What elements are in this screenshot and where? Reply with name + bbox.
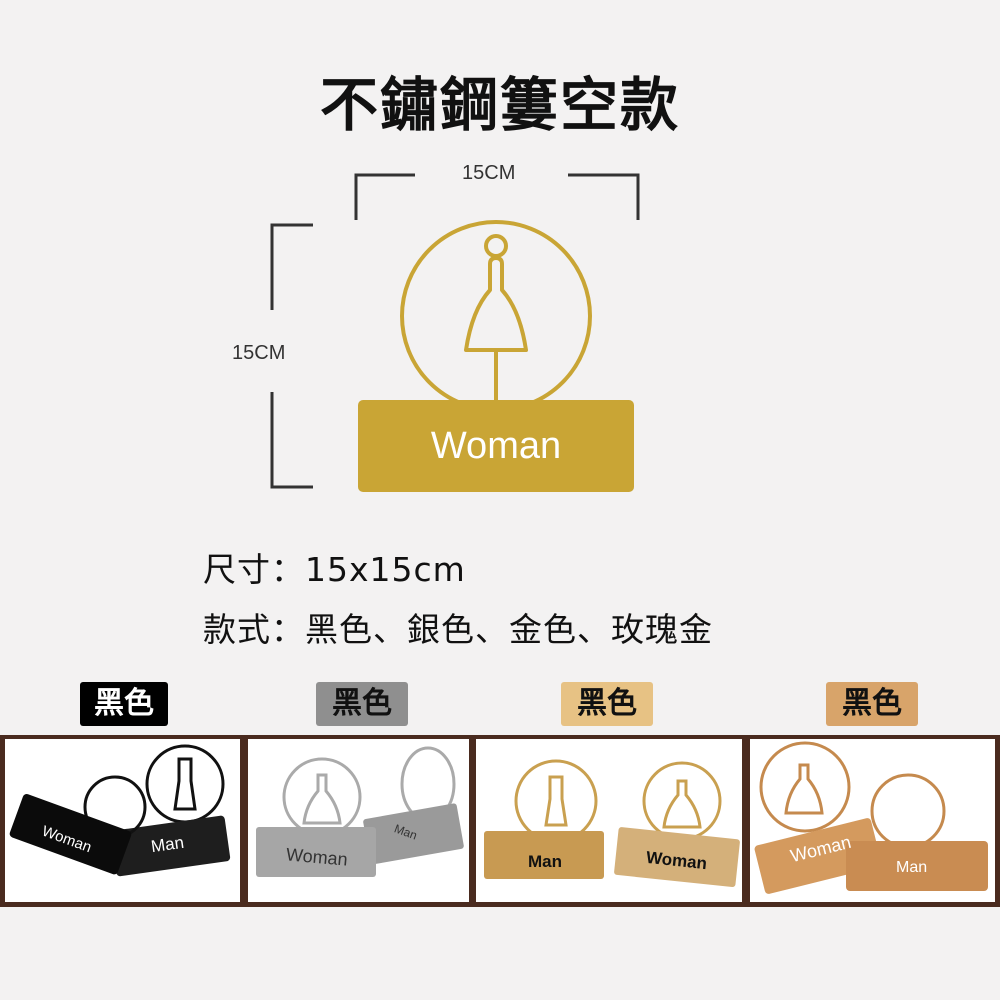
sign-plate [358,400,634,492]
man-figure-icon [173,757,197,811]
product-photo-black: Woman Man [5,739,240,902]
man-ring [870,773,946,849]
product-photo-gold: Man Woman [476,739,742,902]
woman-plate [754,818,882,894]
spec-styles: 款式：黑色、銀色、金色、玫瑰金 [203,610,713,649]
product-photo-silver: Woman Man [248,739,469,902]
woman-ring [759,741,851,833]
height-label: 15CM [232,342,286,364]
width-label: 15CM [462,162,516,184]
spec-size: 尺寸：15x15cm [203,550,466,589]
hanging-hole [484,234,508,258]
woman-figure-icon [662,779,702,829]
product-diagram [270,173,640,492]
variant-tag-label: 黑色 [577,686,637,721]
man-figure-icon [544,775,568,827]
woman-figure-icon [302,773,342,825]
variant-tag-label: 黑色 [94,686,154,721]
variant-tag-gold: 黑色 [561,682,653,726]
page-title: 不鏽鋼簍空款 [319,71,680,139]
man-plate-label: Man [896,859,928,876]
man-ring [514,759,598,843]
man-plate [846,841,988,891]
man-plate [363,803,464,865]
man-ring [145,744,225,824]
woman-plate [9,794,132,875]
height-dimension-bracket [270,223,313,489]
main-sign-label: Woman [430,425,562,467]
variant-tag-label: 黑色 [332,686,392,721]
variant-tag-black: 黑色 [80,682,168,726]
man-plate [110,815,231,877]
woman-plate [256,827,376,877]
man-plate [484,831,604,879]
woman-figure-icon [464,256,528,402]
variant-tag-silver: 黑色 [316,682,408,726]
woman-plate [614,827,740,888]
variant-tag-rose-gold: 黑色 [826,682,918,726]
woman-figure-icon [784,763,824,815]
product-photo-rose-gold: Woman Man [750,739,995,902]
man-plate-label: Man [528,852,562,871]
width-dimension-bracket [354,173,640,220]
variant-tag-label: 黑色 [842,686,902,721]
